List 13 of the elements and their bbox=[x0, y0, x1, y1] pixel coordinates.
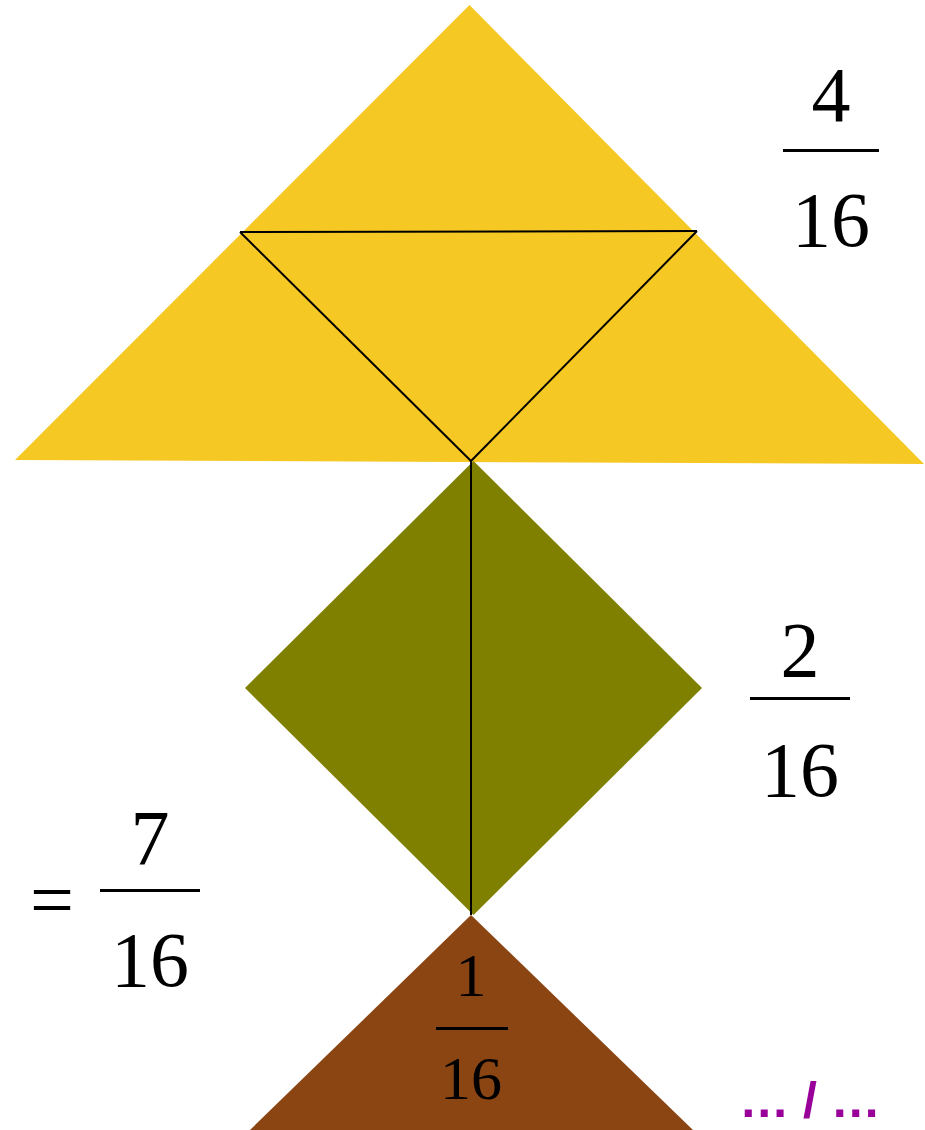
fraction-numerator: 7 bbox=[130, 799, 170, 877]
fraction-numerator: 1 bbox=[455, 944, 487, 1006]
fraction-denominator: 16 bbox=[761, 731, 839, 809]
fraction-denominator: 16 bbox=[792, 181, 870, 259]
diamond-shape bbox=[245, 461, 703, 916]
fraction-denominator: 16 bbox=[440, 1047, 502, 1109]
placeholder-text: … / … bbox=[739, 1075, 881, 1125]
fraction-denominator: 16 bbox=[111, 921, 189, 999]
equals-sign: = bbox=[30, 861, 74, 939]
triangle-shape bbox=[250, 915, 694, 1130]
fraction-numerator: 2 bbox=[780, 611, 820, 689]
fraction-numerator: 4 bbox=[811, 56, 851, 134]
triangle-shape bbox=[15, 5, 925, 465]
